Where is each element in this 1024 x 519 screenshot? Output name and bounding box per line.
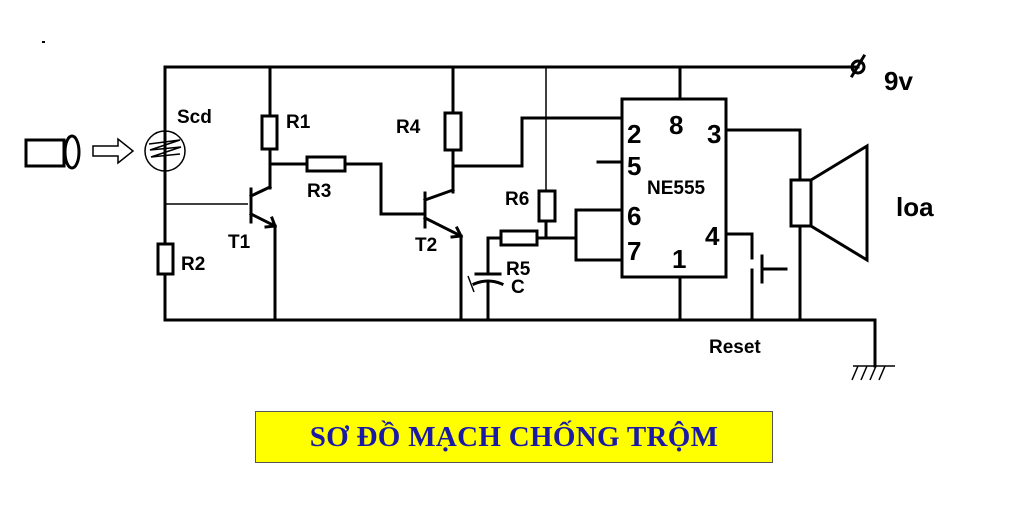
pin-8-label: 8 [669, 110, 683, 140]
sensor-label: Scd [177, 107, 212, 128]
flashlight-icon [24, 134, 81, 170]
transistor-t2 [422, 188, 464, 239]
photoresistor-symbol [144, 130, 186, 172]
pin-2-label: 2 [627, 119, 641, 149]
capacitor-c [467, 272, 504, 293]
c-label: C [511, 277, 525, 298]
speaker-icon [789, 143, 869, 263]
supply-terminal-icon [849, 53, 867, 79]
resistor-r1 [260, 114, 279, 151]
ground-icon [851, 318, 895, 381]
transistor-t1 [248, 185, 278, 229]
r2-label: R2 [181, 254, 205, 275]
ne555-chip [620, 97, 728, 279]
t1-label: T1 [228, 232, 251, 253]
r1-label: R1 [286, 112, 311, 133]
pin-5-label: 5 [627, 151, 641, 181]
arrow-right-icon [92, 137, 135, 165]
reset-label: Reset [709, 337, 761, 358]
pin-6-label: 6 [627, 201, 641, 231]
wire-r5-to-cap [486, 236, 503, 274]
resistor-r3 [305, 155, 347, 173]
pin-1-label: 1 [672, 244, 686, 274]
wire-pin4 [724, 232, 754, 260]
pin-4-label: 4 [705, 221, 720, 251]
r3-label: R3 [307, 181, 331, 202]
wire-pins-6-7 [574, 208, 624, 262]
resistor-r4 [443, 111, 463, 152]
pin-7-label: 7 [627, 236, 641, 266]
t2-label: T2 [415, 235, 437, 256]
diagram-title-box: SƠ ĐỒ MẠCH CHỐNG TRỘM [255, 411, 773, 463]
ic-name: NE555 [647, 178, 706, 199]
supply-label: 9v [884, 66, 913, 96]
diagram-title: SƠ ĐỒ MẠCH CHỐNG TRỘM [309, 420, 719, 453]
stray-dot [42, 41, 45, 43]
wire-collector-to-pin2 [451, 116, 624, 168]
resistor-r2 [156, 242, 175, 276]
wire-pin3-speaker [724, 128, 802, 182]
r6-label: R6 [505, 189, 529, 210]
resistor-r5 [499, 229, 539, 247]
resistor-r6 [537, 189, 557, 223]
pin-3-label: 3 [707, 119, 721, 149]
reset-button-icon [750, 254, 788, 322]
r4-label: R4 [396, 117, 421, 138]
speaker-label: loa [896, 192, 934, 222]
r5-label: R5 [506, 259, 531, 280]
